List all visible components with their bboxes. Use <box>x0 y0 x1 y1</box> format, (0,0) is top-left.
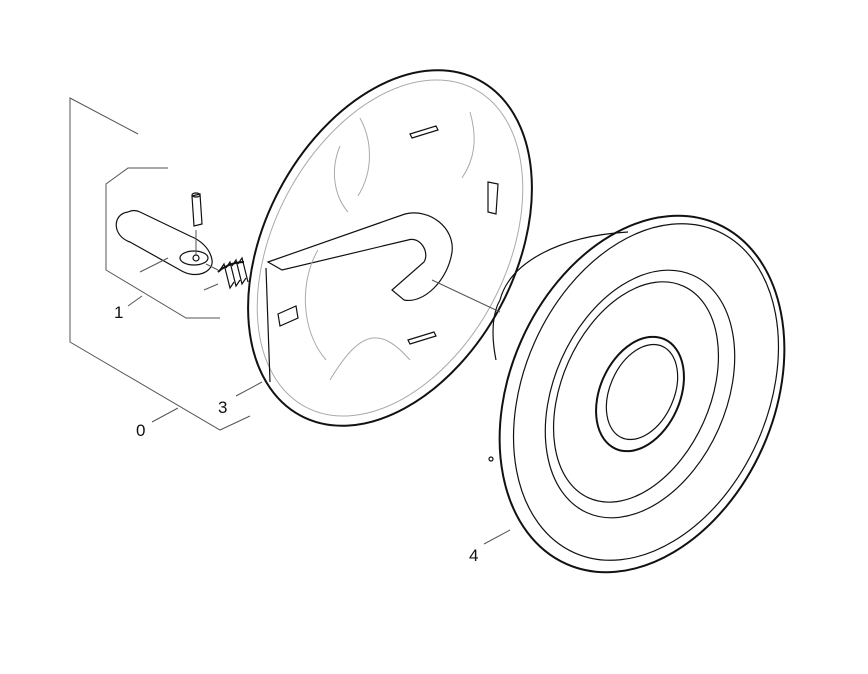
leader-lines <box>127 279 511 545</box>
latch-lever-part <box>115 192 249 291</box>
assembly-bracket-1 <box>105 167 220 319</box>
callout-4: 4 <box>469 546 478 565</box>
callout-0: 0 <box>136 421 145 440</box>
spring-part <box>217 256 249 290</box>
callout-3: 3 <box>218 398 227 417</box>
hub-cap-dish-part <box>488 214 786 574</box>
assembly-bracket-0 <box>69 97 251 431</box>
hub-cover-disc-part <box>247 69 533 427</box>
callout-1: 1 <box>114 303 123 322</box>
